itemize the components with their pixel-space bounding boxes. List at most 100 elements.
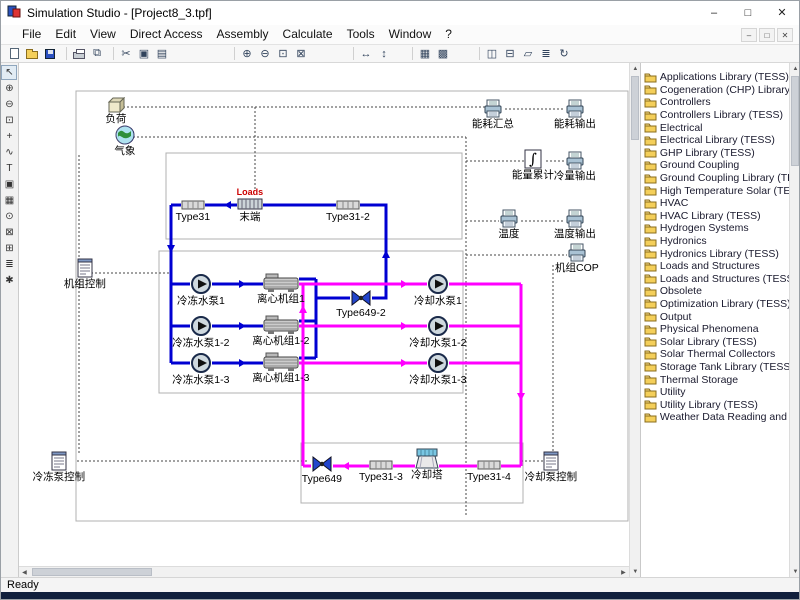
- align-horizontal-button[interactable]: ↔: [357, 46, 375, 62]
- tree-item[interactable]: Controllers: [641, 96, 789, 109]
- tile-horizontal-button[interactable]: ◫: [483, 46, 501, 62]
- scroll-left-icon[interactable]: ◀: [19, 567, 30, 578]
- component-chiller[interactable]: 离心机组1-3: [246, 352, 316, 384]
- zoom-extents-button[interactable]: ⊠: [292, 46, 310, 62]
- palette-pan-tool[interactable]: +: [1, 129, 17, 144]
- mdi-restore-button[interactable]: □: [759, 28, 775, 42]
- menu-direct-access[interactable]: Direct Access: [123, 25, 210, 44]
- project-canvas[interactable]: 负荷气象Type31Loads末端Type31-2能耗汇总能耗输出∫能量累计冷量…: [19, 63, 629, 566]
- menu-assembly[interactable]: Assembly: [210, 25, 276, 44]
- component-tower[interactable]: 冷却塔: [392, 447, 462, 481]
- copy-button[interactable]: ▣: [135, 46, 153, 62]
- tree-item[interactable]: Weather Data Reading and Process: [641, 411, 789, 424]
- tree-item[interactable]: Ground Coupling: [641, 159, 789, 172]
- minimize-button[interactable]: –: [697, 1, 731, 25]
- component-printer[interactable]: 温度输出: [540, 209, 610, 240]
- component-printer[interactable]: 能耗汇总: [458, 99, 528, 130]
- menu-calculate[interactable]: Calculate: [276, 25, 340, 44]
- scroll-right-icon[interactable]: ▶: [618, 567, 629, 578]
- component-printer[interactable]: 能耗输出: [540, 99, 610, 130]
- palette-zoom-in-tool[interactable]: ⊕: [1, 81, 17, 96]
- scroll-down-icon[interactable]: ▼: [790, 566, 800, 577]
- tree-item[interactable]: Solar Thermal Collectors: [641, 348, 789, 361]
- palette-lock-tool[interactable]: ⊠: [1, 225, 17, 240]
- component-chiller[interactable]: 离心机组1: [246, 273, 316, 305]
- component-pump[interactable]: 冷冻水泵1-3: [166, 352, 236, 386]
- maximize-button[interactable]: □: [731, 1, 765, 25]
- panel-scrollbar[interactable]: ▲ ▼: [789, 63, 799, 577]
- horizontal-scrollbar-thumb[interactable]: [32, 568, 152, 576]
- palette-component-tool[interactable]: ▣: [1, 177, 17, 192]
- scroll-up-icon[interactable]: ▲: [790, 63, 800, 74]
- tree-item[interactable]: Storage Tank Library (TESS): [641, 361, 789, 374]
- mdi-close-button[interactable]: ✕: [777, 28, 793, 42]
- menu-file[interactable]: File: [15, 25, 48, 44]
- component-weather[interactable]: 气象: [90, 125, 160, 157]
- tile-vertical-button[interactable]: ⊟: [501, 46, 519, 62]
- tree-item[interactable]: Electrical Library (TESS): [641, 134, 789, 147]
- component-pump[interactable]: 冷冻水泵1: [166, 273, 236, 307]
- refresh-button[interactable]: ↻: [555, 46, 573, 62]
- tree-item[interactable]: Optimization Library (TESS): [641, 298, 789, 311]
- tree-item[interactable]: Utility: [641, 386, 789, 399]
- tree-item[interactable]: Applications Library (TESS): [641, 71, 789, 84]
- component-pump[interactable]: 冷却水泵1-2: [403, 315, 473, 349]
- component-pump[interactable]: 冷却水泵1-3: [403, 352, 473, 386]
- palette-zoom-out-tool[interactable]: ⊖: [1, 97, 17, 112]
- component-pipe[interactable]: Type31-4: [454, 459, 524, 483]
- tree-item[interactable]: High Temperature Solar (TESS): [641, 184, 789, 197]
- tree-item[interactable]: Output: [641, 310, 789, 323]
- palette-grid-tool[interactable]: ⊞: [1, 241, 17, 256]
- tree-item[interactable]: Thermal Storage: [641, 373, 789, 386]
- palette-zoom-window-tool[interactable]: ⊡: [1, 113, 17, 128]
- component-printer[interactable]: 冷量输出: [540, 151, 610, 182]
- new-button[interactable]: [5, 46, 23, 62]
- mdi-minimize-button[interactable]: –: [741, 28, 757, 42]
- component-sheet[interactable]: 冷却泵控制: [516, 451, 586, 483]
- layers-button[interactable]: ≣: [537, 46, 555, 62]
- palette-layers-tool[interactable]: ≣: [1, 257, 17, 272]
- tree-item[interactable]: Utility Library (TESS): [641, 398, 789, 411]
- palette-select-tool[interactable]: ↖: [1, 65, 17, 80]
- component-terminal[interactable]: Loads末端: [215, 197, 285, 223]
- palette-probe-tool[interactable]: ⊙: [1, 209, 17, 224]
- component-pump[interactable]: 冷冻水泵1-2: [166, 315, 236, 349]
- print-preview-button[interactable]: ⧉: [88, 46, 106, 62]
- component-sheet[interactable]: 机组控制: [50, 258, 120, 290]
- palette-settings-tool[interactable]: ✱: [1, 273, 17, 288]
- snap-button[interactable]: ▩: [434, 46, 452, 62]
- tree-item[interactable]: Obsolete: [641, 285, 789, 298]
- menu-view[interactable]: View: [83, 25, 123, 44]
- grid-button[interactable]: ▦: [416, 46, 434, 62]
- tree-item[interactable]: Hydrogen Systems: [641, 222, 789, 235]
- component-fan[interactable]: Type649-2: [326, 289, 396, 319]
- component-pump[interactable]: 冷却水泵1: [403, 273, 473, 307]
- save-button[interactable]: [41, 46, 59, 62]
- tree-item[interactable]: Hydronics Library (TESS): [641, 247, 789, 260]
- canvas-vertical-scrollbar[interactable]: ▲ ▼: [629, 63, 640, 577]
- panel-scrollbar-thumb[interactable]: [791, 76, 799, 166]
- open-button[interactable]: [23, 46, 41, 62]
- tree-item[interactable]: HVAC: [641, 197, 789, 210]
- tree-item[interactable]: HVAC Library (TESS): [641, 210, 789, 223]
- close-button[interactable]: ✕: [765, 1, 799, 25]
- tree-item[interactable]: Hydronics: [641, 235, 789, 248]
- component-printer[interactable]: 机组COP: [542, 243, 612, 274]
- zoom-window-button[interactable]: ⊡: [274, 46, 292, 62]
- menu-edit[interactable]: Edit: [48, 25, 83, 44]
- canvas-horizontal-scrollbar[interactable]: ◀ ▶: [19, 566, 629, 577]
- zoom-in-button[interactable]: ⊕: [238, 46, 256, 62]
- tree-item[interactable]: Solar Library (TESS): [641, 335, 789, 348]
- tree-item[interactable]: GHP Library (TESS): [641, 147, 789, 160]
- component-load[interactable]: 负荷: [81, 97, 151, 125]
- palette-macro-tool[interactable]: ▦: [1, 193, 17, 208]
- zoom-out-button[interactable]: ⊖: [256, 46, 274, 62]
- tree-item[interactable]: Loads and Structures (TESS): [641, 273, 789, 286]
- print-button[interactable]: [70, 46, 88, 62]
- tree-item[interactable]: Ground Coupling Library (TESS): [641, 172, 789, 185]
- tree-item[interactable]: Physical Phenomena: [641, 323, 789, 336]
- tree-item[interactable]: Loads and Structures: [641, 260, 789, 273]
- component-sheet[interactable]: 冷冻泵控制: [24, 451, 94, 483]
- menu-window[interactable]: Window: [382, 25, 439, 44]
- menu-tools[interactable]: Tools: [340, 25, 382, 44]
